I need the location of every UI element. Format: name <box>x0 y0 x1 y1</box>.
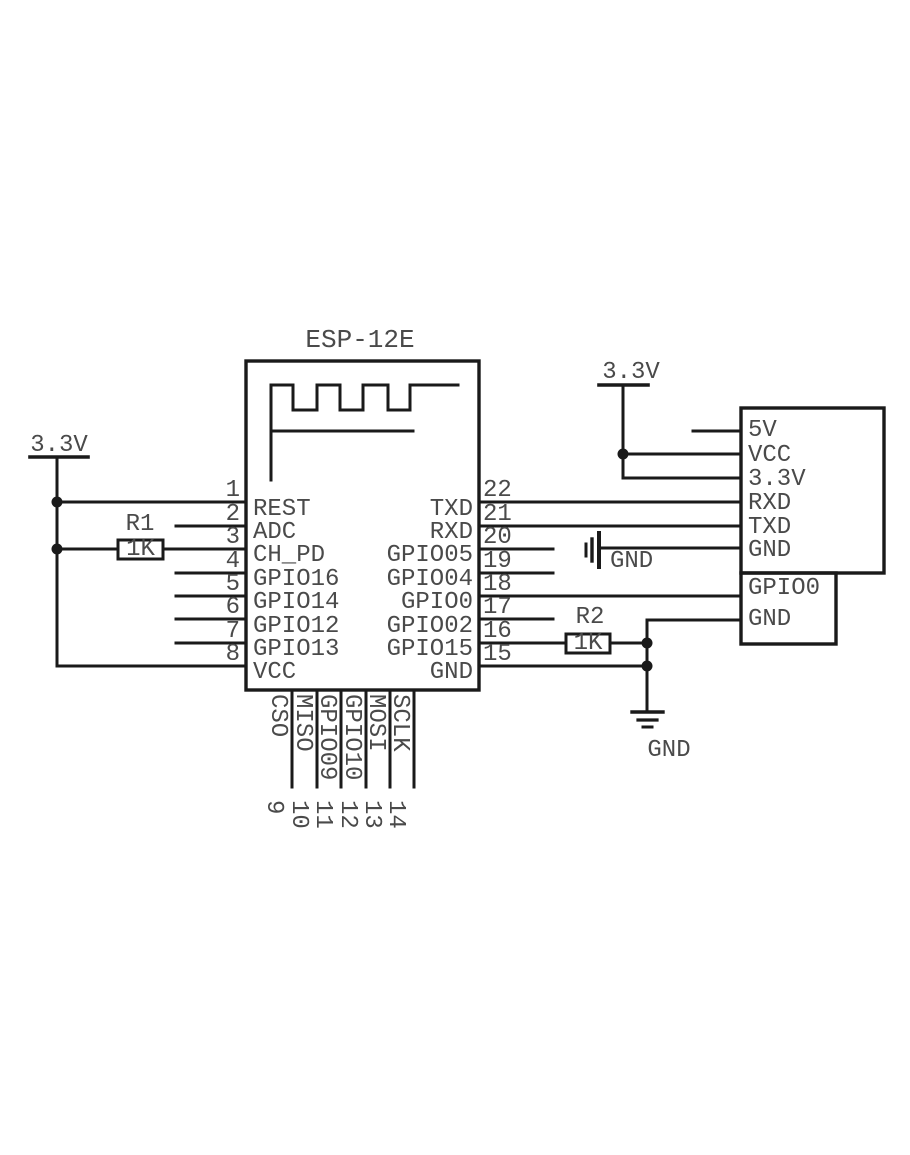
pin-number-16: 16 <box>483 618 512 645</box>
ground-left-icon <box>584 531 601 569</box>
connector-label-vcc: VCC <box>748 442 792 469</box>
ground-left-label: GND <box>610 548 654 575</box>
connector-label-5v: 5V <box>748 417 777 444</box>
connector-label-rxd: RXD <box>748 490 792 517</box>
pin-number-18: 18 <box>483 571 512 598</box>
pin-label-gpio09: GPIO09 <box>313 694 340 781</box>
pin-number-17: 17 <box>483 594 512 621</box>
pin-number-1: 1 <box>225 477 240 504</box>
junction-dot <box>617 448 629 460</box>
pin-label-gpio05: GPIO05 <box>386 542 473 569</box>
pin-number-5: 5 <box>225 571 240 598</box>
pin-label-gpio14: GPIO14 <box>253 589 340 616</box>
pin-label-adc: ADC <box>253 519 297 546</box>
pin-label-gpio16: GPIO16 <box>253 566 340 593</box>
pin-label-vcc: VCC <box>253 659 297 686</box>
pin-number-3: 3 <box>225 524 240 551</box>
pin-number-9: 9 <box>260 800 287 815</box>
pin-label-gpio10: GPIO10 <box>338 694 365 781</box>
pin-label-gpio12: GPIO12 <box>253 613 340 640</box>
pin-label-sclk: SCLK <box>386 694 413 752</box>
right-rail-label: 3.3V <box>602 359 660 386</box>
resistor-r1-body <box>116 538 165 561</box>
junction-dot <box>641 660 653 672</box>
pin-number-11: 11 <box>309 800 336 829</box>
connector-label-gnd: GND <box>748 537 792 564</box>
pin-label-gpio02: GPIO02 <box>386 613 473 640</box>
wire-lower-gnd <box>645 618 743 714</box>
pin-label-txd: TXD <box>429 496 473 523</box>
pin-label-miso: MISO <box>289 694 316 752</box>
resistor-r2-ref: R2 <box>575 604 605 631</box>
junction-dot <box>51 496 63 508</box>
pin-label-ch-pd: CH_PD <box>253 542 326 569</box>
junction-dots <box>51 448 653 672</box>
connector-label-gnd2: GND <box>748 606 792 633</box>
pin-number-19: 19 <box>483 548 512 575</box>
pin-number-13: 13 <box>358 800 385 829</box>
pin-label-mosi: MOSI <box>362 694 389 752</box>
resistor-r2-body <box>564 632 612 655</box>
ground-earth-icon <box>630 710 665 729</box>
pin-label-gpio04: GPIO04 <box>386 566 473 593</box>
connector-label-gpio0: GPIO0 <box>748 575 821 602</box>
pin-label-rxd: RXD <box>429 519 473 546</box>
junction-dot <box>641 637 653 649</box>
resistor-r2-value: 1K <box>573 630 603 657</box>
pin-number-8: 8 <box>225 641 240 668</box>
chip-title: ESP-12E <box>305 325 415 355</box>
junction-dot <box>51 543 63 555</box>
antenna-icon <box>269 383 460 482</box>
pin-number-4: 4 <box>225 548 240 575</box>
pin-label-cso: CSO <box>264 694 291 738</box>
pin-number-15: 15 <box>483 641 512 668</box>
pin-number-6: 6 <box>225 594 240 621</box>
pin-label-gpio13: GPIO13 <box>253 636 340 663</box>
connector-label-3v3: 3.3V <box>748 466 806 493</box>
pin-number-12: 12 <box>334 800 361 829</box>
pin-number-7: 7 <box>225 618 240 645</box>
ground-earth-label: GND <box>647 737 691 764</box>
pin-number-10: 10 <box>285 800 312 829</box>
pin-number-20: 20 <box>483 524 512 551</box>
left-rail-label: 3.3V <box>30 432 88 459</box>
pin-label-gnd: GND <box>429 659 473 686</box>
pin-number-21: 21 <box>483 501 512 528</box>
pin-number-22: 22 <box>483 477 512 504</box>
pin-label-gpio0: GPIO0 <box>400 589 473 616</box>
pin-label-gpio15: GPIO15 <box>386 636 473 663</box>
connector-label-txd: TXD <box>748 514 792 541</box>
resistor-r1-value: 1K <box>126 536 155 563</box>
pin-number-2: 2 <box>225 501 240 528</box>
pin-label-rest: REST <box>253 496 311 523</box>
connector-lower-box <box>739 571 838 646</box>
pin-number-14: 14 <box>382 800 409 829</box>
resistor-r1-ref: R1 <box>125 511 155 538</box>
